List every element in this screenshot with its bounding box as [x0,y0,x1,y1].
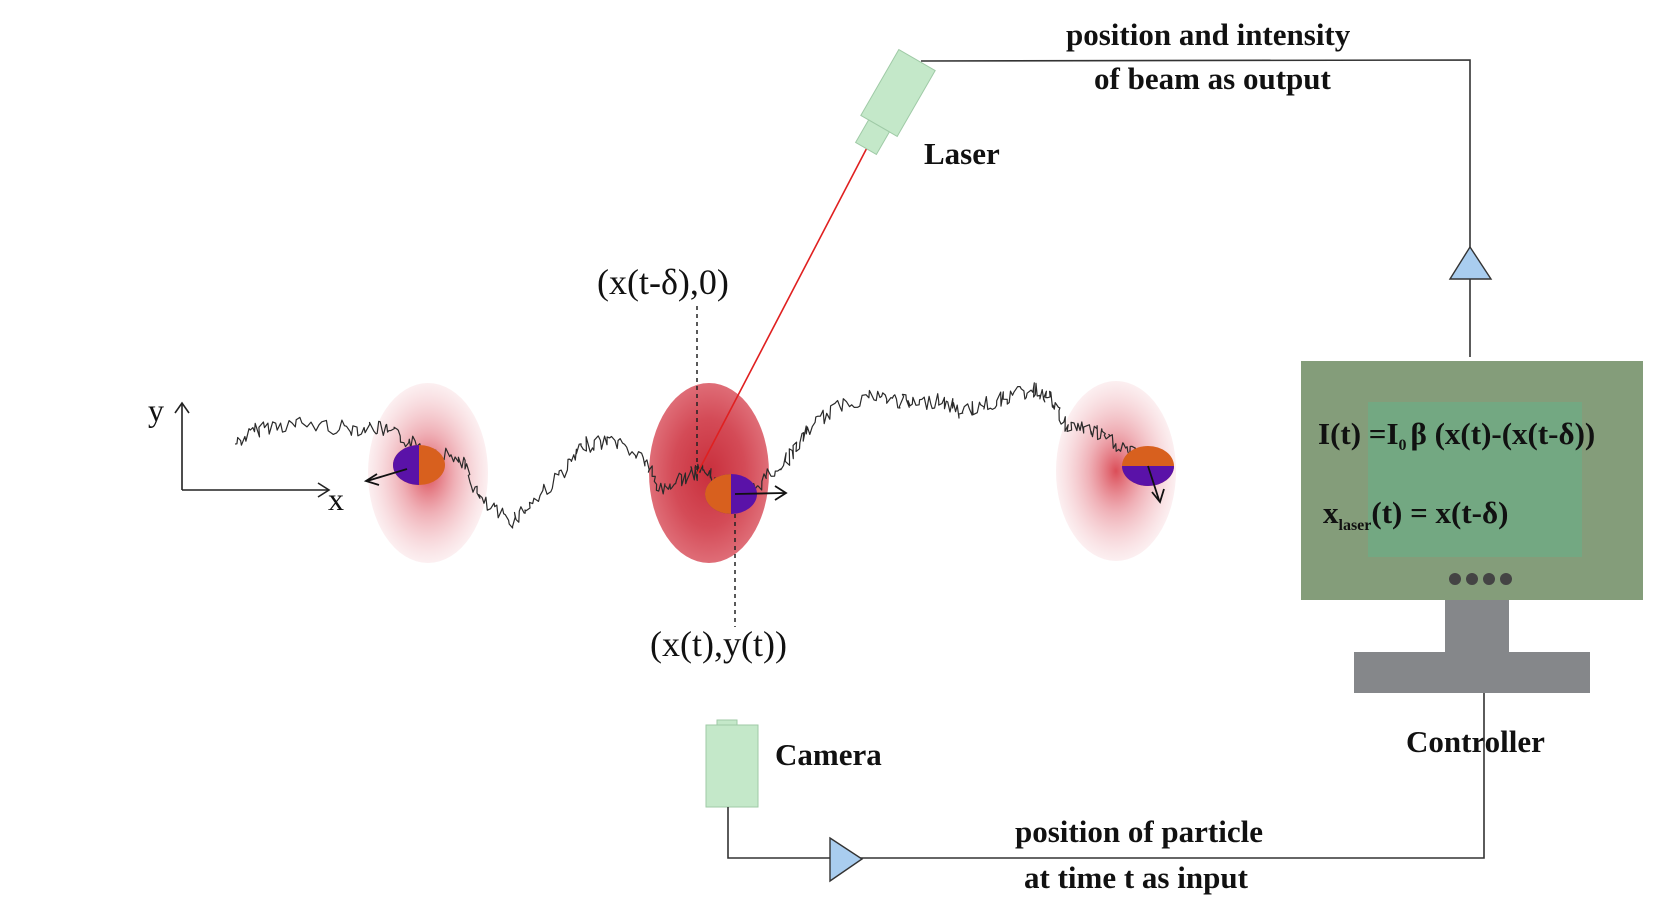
input-direction-arrow [829,836,864,883]
particle-right [1122,446,1174,504]
particle-left [363,445,445,486]
output-label-line1: position and intensity [1066,17,1351,52]
camera-label: Camera [775,737,882,772]
current-position-label: (x(t),y(t)) [650,624,787,664]
output-direction-arrow [1448,245,1493,280]
axis-y-label: y [148,392,164,428]
laser-label: Laser [924,136,1000,171]
particle-center [705,474,788,514]
coordinate-axes: y x [148,392,344,517]
controller-label: Controller [1406,724,1545,759]
input-label-line2: at time t as input [1024,860,1249,895]
laser-position-equation: xlaser(t) = x(t-δ) [1323,495,1508,534]
laser-device [854,48,936,156]
camera-device [705,719,759,808]
axis-x-label: x [328,481,344,517]
delayed-position-label: (x(t-δ),0) [597,262,729,302]
monitor-base [1354,652,1590,693]
input-signal-line [727,693,1485,883]
input-label-line1: position of particle [1015,814,1263,849]
monitor-neck [1445,600,1509,653]
laser-beam [696,141,871,475]
output-label-line2: of beam as output [1094,61,1332,96]
output-signal-line [920,59,1493,357]
monitor-screen [1368,402,1582,557]
